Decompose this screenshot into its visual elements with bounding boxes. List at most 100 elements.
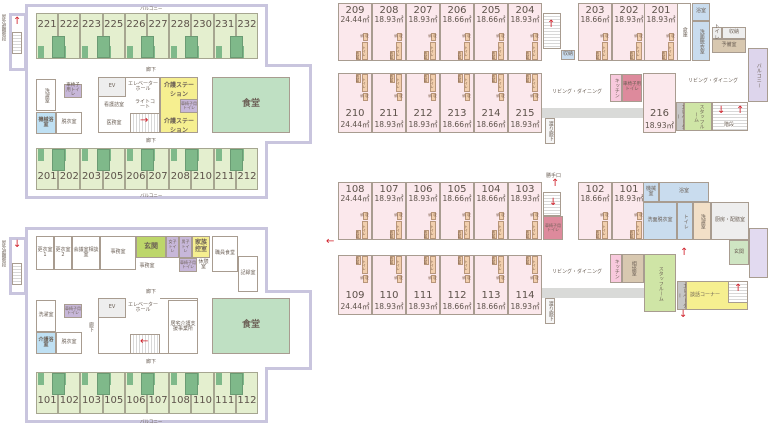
stairs-1f[interactable] <box>12 263 22 285</box>
staff-room-r2: スタッフルーム <box>684 102 712 131</box>
unit-toilet-icon <box>52 373 66 395</box>
passage-r1: 渡り廊下 <box>545 298 555 324</box>
unit-216[interactable]: 216 18.93㎡ <box>643 73 676 133</box>
accessible-toilet-1f[interactable]: 車椅子用トイレ <box>179 258 197 272</box>
unit-number: 226 <box>126 19 146 30</box>
unit-area: 18.66㎡ <box>476 302 506 311</box>
womens-toilet[interactable]: 女子トイレ <box>166 236 179 258</box>
stairs-center-1f[interactable] <box>130 334 160 354</box>
accessible-toilet-r2[interactable]: 車椅子用トイレ <box>622 74 642 102</box>
unit-225[interactable]: 225 <box>96 13 125 59</box>
unit-sink-icon: 洗面 <box>526 51 531 60</box>
elevator-r2[interactable]: エレベーター <box>675 102 687 131</box>
wash-dressing-r1-label: 洗面脱衣室 <box>647 217 673 224</box>
unit-toilet-icon: トイレ <box>636 221 642 239</box>
unit-number: 106 <box>413 184 433 195</box>
unit-110[interactable]: 110 <box>185 372 214 414</box>
unit-230[interactable]: 230 <box>185 13 214 59</box>
unit-storage-icon: 収納 <box>531 212 540 220</box>
elevator-r1[interactable]: エレベーター <box>677 281 688 310</box>
unit-number: 206 <box>447 5 467 16</box>
unit-toilet-icon: トイレ <box>498 221 504 239</box>
accessible-toilet-r1[interactable]: 車椅子用トイレ <box>543 216 563 240</box>
changing-room-2: 更衣室2 <box>54 236 72 270</box>
accessible-toilet-2-label: 車椅子用トイレ <box>181 100 197 110</box>
unit-toilet-icon: トイレ <box>396 221 402 239</box>
unit-202[interactable]: 202 <box>52 148 81 190</box>
unit-105[interactable]: 105 <box>96 372 125 414</box>
toilet-r2[interactable]: トイレ <box>712 24 722 40</box>
unit-102[interactable]: 102 <box>52 372 81 414</box>
stairs-r2-right[interactable] <box>712 102 748 131</box>
ev-1f-label: EV <box>108 304 116 311</box>
corridor-label-top: 廊下 <box>146 67 157 73</box>
changing-room-1: 更衣室1 <box>36 236 54 270</box>
laundry-room: 洗濯室 <box>36 79 56 111</box>
unit-number: 230 <box>192 19 213 30</box>
unit-222[interactable]: 222 <box>52 13 81 59</box>
mens-toilet[interactable]: 男子トイレ <box>179 236 192 258</box>
unit-sink-icon: 洗面 <box>424 74 429 83</box>
unit-107[interactable]: 107 <box>141 372 170 414</box>
unit-storage-icon: 収納 <box>635 212 644 220</box>
warehouse-label: 倉庫 <box>681 27 688 37</box>
stairs-2f[interactable] <box>12 32 22 54</box>
entrance-r1[interactable]: 玄関 <box>729 240 749 265</box>
stairs-r2[interactable] <box>543 13 561 49</box>
unit-toilet-icon: トイレ <box>532 42 538 60</box>
staff-room-r1-label: スタッフルーム <box>657 265 664 301</box>
unit-number: 103 <box>515 184 535 195</box>
unit-number: 106 <box>126 395 146 406</box>
elevator-1f[interactable]: EV <box>98 298 126 318</box>
unit-210[interactable]: 210 <box>185 148 214 190</box>
unit-sink-icon: 洗面 <box>390 256 395 265</box>
unit-number: 208 <box>379 5 399 16</box>
unit-number: 232 <box>237 19 257 30</box>
unit-112[interactable]: 112 <box>229 372 258 414</box>
entrance[interactable]: 玄関 <box>136 236 166 258</box>
unit-207[interactable]: 207 <box>141 148 170 190</box>
stairs-r1-right[interactable] <box>728 281 748 303</box>
stairs-r1[interactable] <box>543 192 561 216</box>
kitchen-r2: キッチン <box>610 74 622 102</box>
unit-number: 212 <box>413 108 433 119</box>
unit-232[interactable]: 232 <box>229 13 258 59</box>
unit-205[interactable]: 205 <box>96 148 125 190</box>
stairs-center-2f[interactable] <box>130 113 160 133</box>
unit-number: 114 <box>515 290 535 301</box>
toilet-r1[interactable]: トイレ <box>677 202 693 240</box>
unit-number: 215 <box>515 108 535 119</box>
unit-227[interactable]: 227 <box>141 13 170 59</box>
unit-storage-icon: 収納 <box>497 33 506 41</box>
unit-212[interactable]: 212 <box>229 148 258 190</box>
